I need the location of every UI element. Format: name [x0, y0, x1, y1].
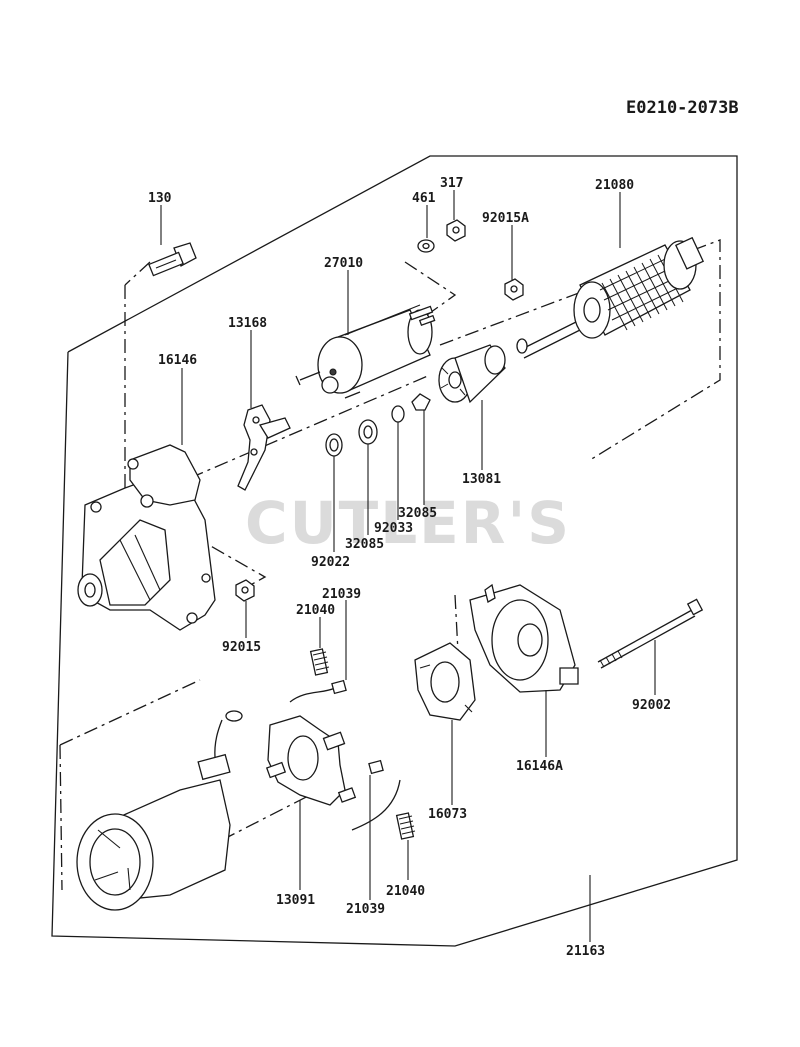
- yoke-field-coil: [76, 710, 243, 911]
- label-27010: 27010: [324, 256, 363, 271]
- label-461: 461: [412, 191, 436, 206]
- label-21040-upper: 21040: [296, 603, 335, 618]
- label-92002: 92002: [632, 698, 671, 713]
- front-housing-16146: [77, 444, 216, 631]
- spring-21040-lower: [395, 812, 416, 840]
- label-21080: 21080: [595, 178, 634, 193]
- brush-21039-lower: [351, 759, 401, 831]
- brush-21039-upper: [289, 679, 347, 703]
- label-13081: 13081: [462, 472, 501, 487]
- label-16073: 16073: [428, 807, 467, 822]
- part-labels: 130 461 317 92015A 21080 27010 13168 161…: [148, 176, 671, 959]
- label-16146: 16146: [158, 353, 197, 368]
- collar-32085-upper: [411, 393, 431, 411]
- nut-92015A: [504, 278, 524, 301]
- pinion-13081: [438, 344, 506, 404]
- stop-ring-92022: [325, 433, 343, 457]
- label-130: 130: [148, 191, 172, 206]
- brush-plate-16073: [414, 642, 476, 721]
- nut-92015: [235, 579, 255, 602]
- diagram-code: E0210-2073B: [626, 98, 739, 118]
- label-16146A: 16146A: [516, 759, 563, 774]
- bolt-130: [148, 242, 197, 277]
- washer-461: [417, 239, 435, 253]
- label-32085-upper: 32085: [398, 506, 437, 521]
- nut-317: [446, 219, 466, 242]
- label-13168: 13168: [228, 316, 267, 331]
- label-21163: 21163: [566, 944, 605, 959]
- ring-92033: [391, 405, 405, 423]
- leader-lines: [160, 190, 656, 942]
- armature-21080: [516, 236, 705, 359]
- label-21040-lower: 21040: [386, 884, 425, 899]
- collar-32085-lower: [358, 419, 378, 445]
- rear-cover-16146A: [469, 583, 579, 693]
- label-92033: 92033: [374, 521, 413, 536]
- label-21039-lower: 21039: [346, 902, 385, 917]
- watermark-text: CUTLER'S: [245, 489, 571, 557]
- label-32085-lower: 32085: [345, 537, 384, 552]
- solenoid-27010: [295, 304, 436, 399]
- label-21039-upper: 21039: [322, 587, 361, 602]
- brush-holder-13091: [265, 715, 357, 806]
- label-92022: 92022: [311, 555, 350, 570]
- spring-21040-upper: [309, 648, 330, 676]
- assembly-frame: [51, 155, 738, 947]
- assembly-axis-lines: [59, 239, 721, 891]
- label-92015: 92015: [222, 640, 261, 655]
- label-13091: 13091: [276, 893, 315, 908]
- shift-lever-13168: [237, 404, 291, 491]
- through-bolt-92002: [597, 598, 704, 669]
- label-92015A: 92015A: [482, 211, 529, 226]
- label-317: 317: [440, 176, 463, 191]
